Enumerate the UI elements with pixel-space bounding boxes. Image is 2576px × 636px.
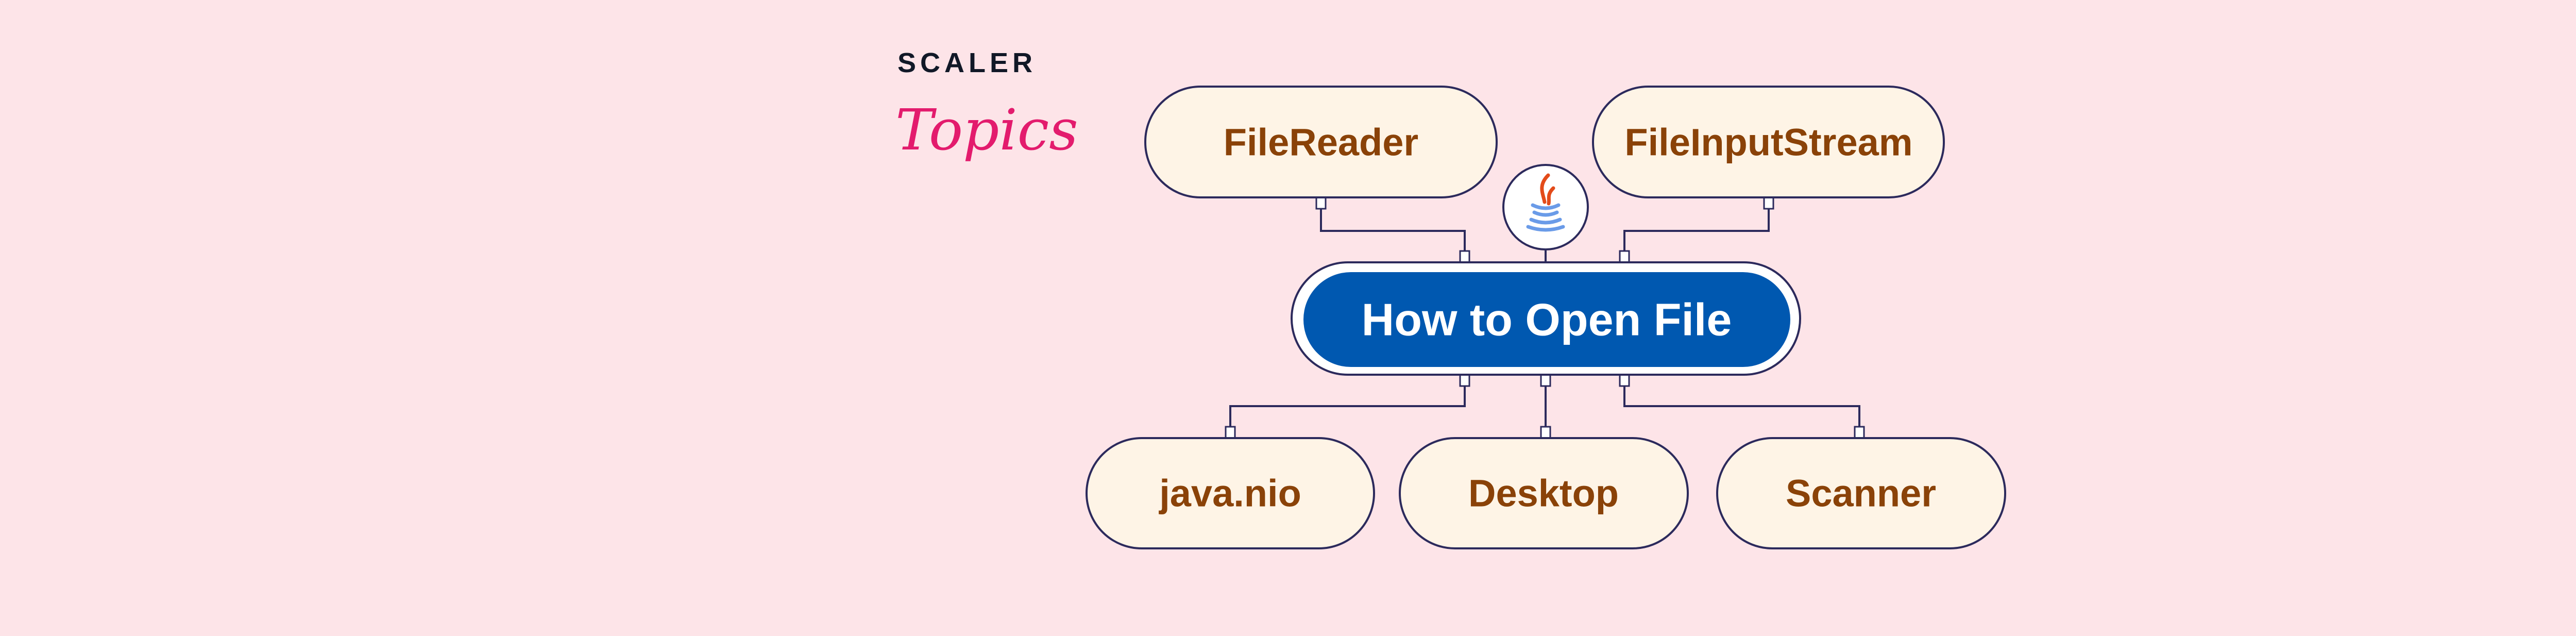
node-fileinputstream[interactable]: FileInputStream [1592,86,1945,198]
center-label: How to Open File [1362,294,1732,345]
node-label: FileInputStream [1624,121,1912,164]
connector-filereader [1320,197,1466,262]
port [1315,196,1327,210]
port [1540,374,1551,387]
connector-java-nio [1229,375,1466,438]
node-label: java.nio [1158,472,1301,515]
node-desktop[interactable]: Desktop [1399,437,1689,549]
connectors [1225,196,1865,439]
port [1459,250,1470,263]
connector-fileinputstream [1623,197,1770,262]
port [1854,426,1865,439]
node-java-nio[interactable]: java.nio [1086,437,1375,549]
center-node[interactable]: How to Open File [1291,261,1801,376]
port [1225,426,1236,439]
connector-scanner [1623,375,1860,438]
node-scanner[interactable]: Scanner [1716,437,2006,549]
port [1763,196,1774,210]
port [1619,250,1630,263]
node-label: Desktop [1468,472,1619,515]
port [1459,374,1470,387]
port [1619,374,1630,387]
node-label: FileReader [1224,121,1418,164]
java-icon [1502,164,1589,250]
port [1540,426,1551,439]
node-filereader[interactable]: FileReader [1144,86,1498,198]
logo-line1: SCALER [897,47,1037,78]
node-label: Scanner [1786,472,1936,515]
logo-line2: Topics [895,97,1078,163]
scaler-topics-logo: SCALER Topics [895,47,1078,163]
